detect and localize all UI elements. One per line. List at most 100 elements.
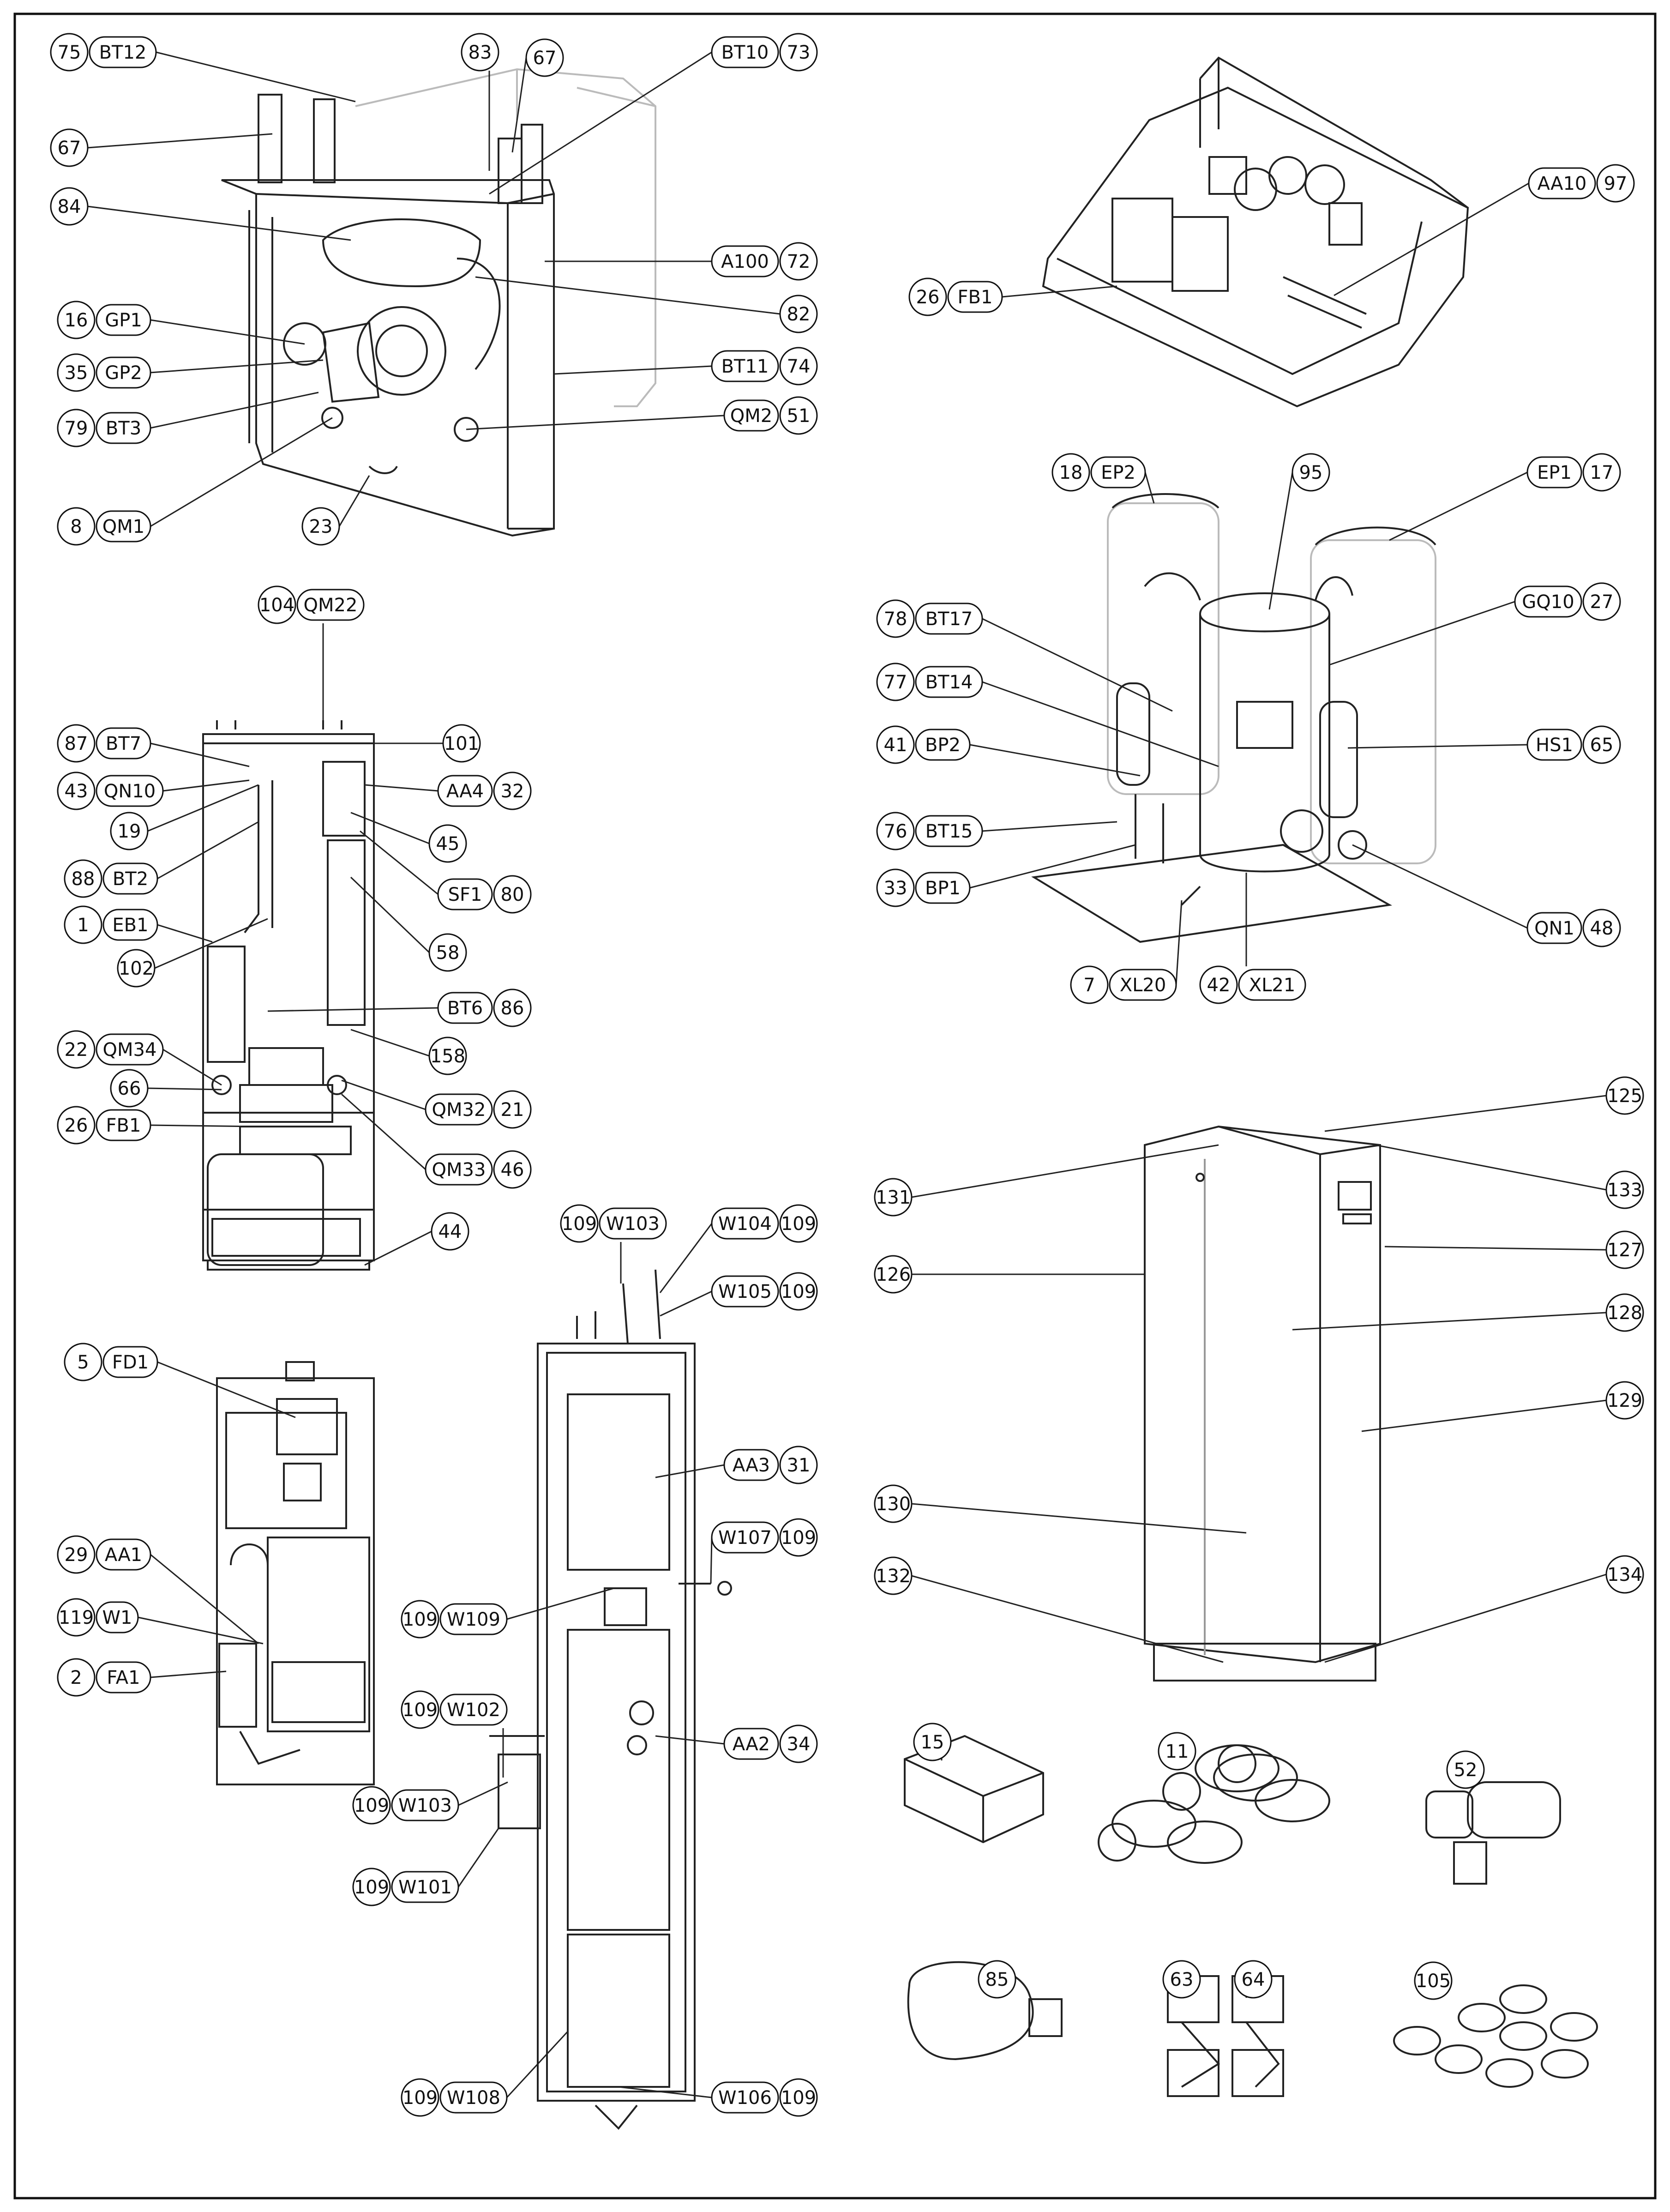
callout-number: 18 [1059, 462, 1083, 483]
callout-number-circle [1605, 1555, 1644, 1594]
callout-number: 109 [354, 1795, 389, 1816]
callout-number-circle [1292, 453, 1330, 492]
leader-line [364, 1230, 432, 1266]
callout-number: 82 [787, 304, 811, 325]
callout-code: XL21 [1249, 975, 1296, 996]
callout-number-circle [779, 1518, 818, 1557]
leader-line [457, 1828, 499, 1887]
callout-code-pill [723, 399, 779, 432]
callout-number-circle [57, 409, 96, 447]
leader-line [1389, 471, 1528, 541]
callout-number: 41 [884, 735, 907, 756]
callout-l101: 101 [374, 724, 481, 763]
callout-number: 109 [562, 1213, 597, 1235]
callout-number: 7 [1083, 975, 1095, 996]
callout-number-circle [431, 1212, 469, 1251]
callout-number: 104 [259, 595, 294, 616]
callout-number-circle [779, 1204, 818, 1243]
callout-number-circle [110, 1069, 149, 1108]
callout-number-circle [57, 1535, 96, 1574]
callout-number: 126 [876, 1264, 911, 1285]
callout-code-pill [439, 1603, 508, 1635]
callout-number-circle [1158, 1732, 1196, 1771]
callout-number: 52 [1454, 1760, 1478, 1781]
callout-code-pill [1514, 585, 1582, 618]
leader-line [156, 51, 356, 102]
callout-number-circle [1234, 1960, 1273, 1999]
callout-l52: 52 [1446, 1750, 1485, 1789]
callout-number-circle [57, 1658, 96, 1697]
callout-code: GP2 [105, 362, 142, 384]
callout-number-circle [1051, 453, 1090, 492]
callout-number: 27 [1590, 591, 1614, 613]
callout-number: 35 [65, 362, 88, 384]
page-frame [13, 12, 1657, 2200]
callout-code: XL20 [1120, 975, 1166, 996]
callout-l41: 41 BP2 [876, 725, 1141, 777]
callout-code-pill [1526, 912, 1582, 944]
callout-number-circle [779, 1446, 818, 1484]
callout-code-pill [711, 350, 779, 382]
leader-line [1144, 472, 1155, 504]
callout-code: BP1 [925, 878, 961, 899]
leader-line [911, 1503, 1247, 1534]
callout-number-circle [493, 1150, 532, 1189]
leader-line [475, 276, 781, 315]
leader-line [1361, 1399, 1607, 1432]
outer-cabinet-illustration [1144, 1125, 1381, 1682]
callout-code: BT17 [925, 609, 973, 630]
callout-code-pill [915, 815, 983, 847]
leader-line [1268, 472, 1293, 610]
callout-l67b: 67 [50, 128, 273, 167]
callout-number: 129 [1607, 1390, 1642, 1411]
callout-code-pill [1526, 729, 1582, 761]
callout-code-pill [1526, 456, 1582, 488]
leader-line [1334, 182, 1529, 296]
callout-number: 77 [884, 672, 907, 693]
callout-number-circle [57, 301, 96, 339]
leader-line [506, 2031, 569, 2098]
callout-l105: 105 [1414, 1961, 1453, 2000]
callout-number-circle [978, 1960, 1016, 1999]
callout-l23: 23 [301, 475, 370, 546]
callout-code: W102 [447, 1700, 500, 1721]
callout-code-pill [96, 510, 151, 542]
callout-number-circle [64, 905, 102, 944]
callout-l130: 130 [874, 1484, 1247, 1534]
callout-number-circle [1605, 1170, 1644, 1209]
callout-code-pill [439, 2081, 508, 2114]
leader-line [341, 1093, 427, 1170]
callout-l67a: 67 [511, 38, 564, 153]
callout-number: 21 [501, 1099, 524, 1121]
callout-code-pill [102, 909, 158, 941]
callout-l45: 45 [350, 812, 467, 863]
leader-line [1292, 1312, 1607, 1331]
callout-code: AA10 [1538, 173, 1587, 194]
callout-l84: 84 [50, 187, 351, 241]
callout-code: AA4 [446, 781, 484, 802]
callout-code-pill [915, 872, 971, 904]
callout-code-pill [425, 1153, 493, 1186]
callout-code: BP2 [925, 735, 961, 756]
callout-number: 15 [921, 1732, 944, 1753]
callout-code: W101 [398, 1877, 452, 1898]
callout-code: QN10 [104, 781, 156, 802]
callout-number: 109 [402, 1700, 438, 1721]
leader-line [147, 1087, 222, 1091]
